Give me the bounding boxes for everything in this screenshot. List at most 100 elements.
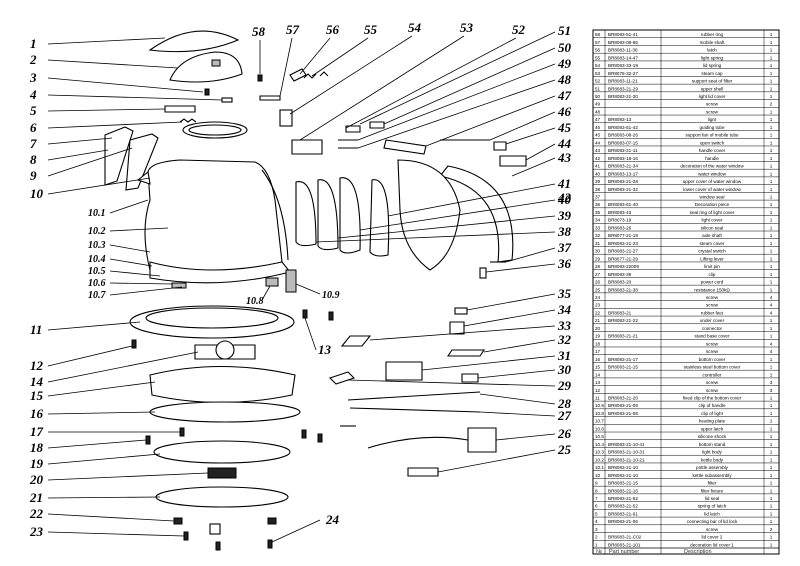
table-cell-part-number: BR8083-13-17 — [608, 171, 638, 176]
table-cell-qty: 1 — [770, 542, 773, 547]
table-cell-no: 4 — [595, 519, 598, 524]
table-cell-qty: 1 — [770, 48, 773, 53]
table-cell-qty: 1 — [770, 357, 773, 362]
table-cell-no: 14 — [595, 372, 601, 377]
callout-31: 31 — [557, 348, 571, 363]
table-cell-no: 23 — [595, 303, 601, 308]
part-22-rubber-foot-c — [209, 523, 221, 535]
table-cell-part-number: BR8083-13 — [608, 117, 632, 122]
part-54-lid-spring — [319, 71, 329, 77]
part-2-latch-piece — [211, 59, 221, 67]
table-cell-description: guiding tube — [699, 125, 724, 130]
table-cell-no: 10.7 — [595, 419, 604, 424]
table-cell-part-number: BR8073-19 — [608, 218, 632, 223]
table-cell-no: 26 — [595, 280, 601, 285]
part-13-screw-b — [328, 311, 334, 321]
part-39-upper-window-cover — [317, 179, 339, 251]
table-cell-part-number: BR8083-21-21 — [608, 334, 638, 339]
table-cell-no: 41 — [595, 164, 601, 169]
part-32-axle-shaft — [446, 349, 486, 357]
table-cell-qty: 4 — [770, 341, 773, 346]
parts-table-header: № Part number Description — [593, 547, 779, 555]
callout-10-3: 10.3 — [88, 240, 106, 251]
callout-58: 58 — [252, 24, 266, 39]
table-cell-no: 11 — [595, 396, 600, 401]
table-cell-part-number: BR8083-21-10-31 — [608, 450, 645, 455]
table-cell-description: pottle assembly — [696, 465, 729, 470]
part-38-lower-window-cover — [295, 181, 317, 247]
table-cell-no: 45 — [595, 133, 601, 138]
table-cell-description: spring of latch — [698, 504, 727, 509]
part-21-under-cover — [155, 486, 289, 508]
table-cell-description: stainless steel bottom cover — [684, 365, 741, 370]
table-cell-description: latch — [707, 48, 717, 53]
table-cell-qty: 1 — [770, 434, 773, 439]
table-cell-part-number: BR8078-32-27 — [608, 71, 638, 76]
part-30-crystal-switch-b — [461, 373, 479, 383]
table-cell-description: limit pin — [704, 264, 720, 269]
part-10-kettle-body — [144, 159, 283, 274]
table-cell-qty: 4 — [770, 303, 773, 308]
part-31-steam-cover — [385, 361, 423, 381]
part-3-screw — [204, 88, 210, 96]
table-cell-qty: 1 — [770, 496, 773, 501]
table-cell-description: light cover — [702, 218, 723, 223]
callout-48: 48 — [557, 72, 572, 87]
table-cell-part-number: BR8083-21-15 — [608, 481, 638, 486]
table-cell-part-number: BR8083-22009 — [608, 264, 639, 269]
table-cell-qty: 4 — [770, 310, 773, 315]
table-cell-part-number: BR8083-21-15 — [608, 365, 638, 370]
parts-table-frame — [592, 29, 780, 555]
table-cell-no: 22 — [595, 310, 601, 315]
table-cell-description: decoration of the water window — [680, 164, 744, 169]
table-cell-no: 33 — [595, 225, 601, 230]
callout-10-4: 10.4 — [88, 254, 106, 265]
table-cell-part-number: BR8077-21-19 — [608, 233, 638, 238]
table-cell-no: 28 — [595, 264, 601, 269]
callout-35: 35 — [557, 286, 572, 301]
table-cell-description: light spring — [701, 55, 724, 60]
table-cell-description: upper cover of water window — [683, 179, 742, 184]
table-cell-no: 32 — [595, 233, 601, 238]
table-header-part-number: Part number — [609, 549, 639, 555]
table-cell-description: water window — [698, 171, 727, 176]
part-45-support — [493, 141, 507, 151]
callout-25: 25 — [557, 442, 572, 457]
table-cell-part-number: BR8083-21-23 — [608, 241, 638, 246]
table-cell-description: support seat of filter — [692, 79, 733, 84]
table-cell-description: light body — [702, 450, 722, 455]
part-35-seal-ring — [454, 307, 468, 315]
table-cell-part-number: BR8083-43 — [608, 210, 632, 215]
table-cell-no: 51 — [595, 86, 601, 91]
table-cell-part-number: BR8083-21-09 — [608, 403, 638, 408]
table-cell-description: handle cover — [699, 148, 726, 153]
callout-47: 47 — [557, 88, 572, 103]
callout-9: 9 — [30, 168, 37, 183]
table-cell-qty: 1 — [770, 419, 773, 424]
table-cell-description: handle — [705, 156, 719, 161]
table-cell-qty: 1 — [770, 249, 773, 254]
table-cell-part-number: BR8083-21-20 — [608, 396, 638, 401]
table-cell-no: 58 — [595, 32, 601, 37]
part-14-controller-disc — [215, 340, 235, 360]
callout-10-8: 10.8 — [246, 296, 264, 307]
table-cell-part-number: BR8083-21-10 — [608, 465, 638, 470]
table-cell-description: clip of handle — [698, 403, 726, 408]
table-cell-description: lower cover of water window — [683, 187, 741, 192]
table-cell-qty: 1 — [770, 511, 773, 516]
table-cell-no: 54 — [595, 63, 601, 68]
table-cell-qty: 1 — [770, 202, 773, 207]
callout-52: 52 — [512, 22, 526, 37]
table-cell-qty: 1 — [770, 164, 773, 169]
table-cell-description: steam cap — [701, 71, 723, 76]
table-cell-part-number: BR8083-18-16 — [608, 156, 638, 161]
table-cell-no: 10.8 — [595, 411, 604, 416]
table-cell-qty: 1 — [770, 457, 773, 462]
table-cell-part-number: BR8083-21-101 — [608, 542, 641, 547]
table-cell-description: resistance 150kΩ — [694, 287, 730, 292]
table-cell-no: 5 — [595, 511, 598, 516]
part-12-screw — [131, 339, 137, 349]
table-cell-no: 34 — [595, 218, 601, 223]
table-cell-no: 56 — [595, 48, 601, 53]
